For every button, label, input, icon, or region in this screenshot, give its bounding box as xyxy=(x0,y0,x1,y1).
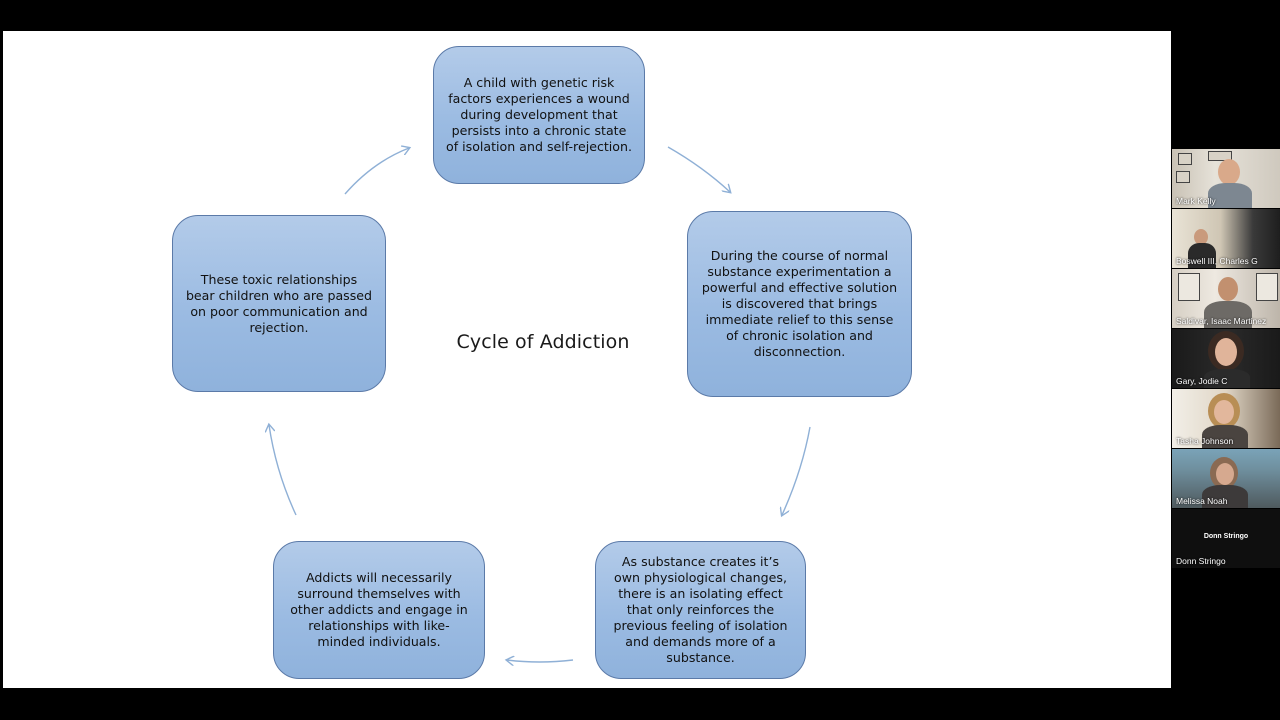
participant-name: Saldivar, Isaac Martinez xyxy=(1176,316,1266,326)
participant-tile[interactable]: Melissa Noah xyxy=(1172,449,1280,508)
cycle-step-3: As substance creates it’s own physiologi… xyxy=(595,541,806,679)
cycle-step-5: These toxic relationships bear children … xyxy=(172,215,386,392)
arrow-5-to-1 xyxy=(345,148,409,194)
participant-name: Gary, Jodie C xyxy=(1176,376,1227,386)
arrow-2-to-3 xyxy=(782,427,810,515)
arrow-4-to-5 xyxy=(269,425,296,515)
shared-screen-slide: Cycle of Addiction A child with genetic … xyxy=(3,31,1171,688)
cycle-step-2-text: During the course of normal substance ex… xyxy=(698,248,901,360)
participant-tile[interactable]: Boswell III, Charles G xyxy=(1172,209,1280,268)
participant-tile[interactable]: Donn Stringo Donn Stringo xyxy=(1172,509,1280,568)
cycle-step-3-text: As substance creates it’s own physiologi… xyxy=(608,554,793,666)
participant-tile[interactable]: Tasha Johnson xyxy=(1172,389,1280,448)
video-off-name: Donn Stringo xyxy=(1172,533,1280,540)
slide-title: Cycle of Addiction xyxy=(443,331,643,353)
wall-frame xyxy=(1176,171,1190,183)
cycle-step-4-text: Addicts will necessarily surround themse… xyxy=(286,570,472,650)
cycle-step-1-text: A child with genetic risk factors experi… xyxy=(446,75,632,155)
arrow-3-to-4 xyxy=(507,660,573,662)
cycle-step-5-text: These toxic relationships bear children … xyxy=(185,272,373,336)
arrow-1-to-2 xyxy=(668,147,730,192)
wall-frame xyxy=(1178,153,1192,165)
participant-name: Tasha Johnson xyxy=(1176,436,1233,446)
participant-tile[interactable]: Mark Kelly xyxy=(1172,149,1280,208)
participant-name: Boswell III, Charles G xyxy=(1176,256,1258,266)
window-blinds xyxy=(1256,273,1278,301)
cycle-step-1: A child with genetic risk factors experi… xyxy=(433,46,645,184)
participant-name: Melissa Noah xyxy=(1176,496,1228,506)
participant-tile[interactable]: Gary, Jodie C xyxy=(1172,329,1280,388)
participant-name: Mark Kelly xyxy=(1176,196,1216,206)
participant-gallery: Mark Kelly Boswell III, Charles G Saldiv… xyxy=(1172,149,1280,569)
cycle-step-4: Addicts will necessarily surround themse… xyxy=(273,541,485,679)
participant-name: Donn Stringo xyxy=(1176,556,1226,566)
cycle-step-2: During the course of normal substance ex… xyxy=(687,211,912,397)
window-blinds xyxy=(1178,273,1200,301)
participant-tile[interactable]: Saldivar, Isaac Martinez xyxy=(1172,269,1280,328)
